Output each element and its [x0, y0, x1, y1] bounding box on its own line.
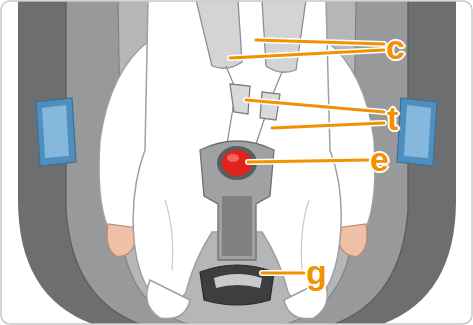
callout-letter: e [370, 142, 389, 176]
seat-cushion [66, 1, 408, 324]
leader-line [248, 160, 368, 162]
seat-shell [18, 1, 456, 324]
baby-body [133, 1, 341, 303]
harness-strap [254, 72, 282, 150]
callout-letter: t [387, 101, 398, 135]
side-pad [36, 98, 76, 166]
side-pad-highlight [404, 105, 431, 158]
leader-line [256, 40, 384, 44]
buckle-strap [222, 196, 252, 256]
leader-lines [230, 40, 384, 273]
shoulder-pad [262, 1, 306, 72]
side-pad [397, 98, 437, 166]
callout-letter: c [386, 30, 405, 64]
leader-line [230, 50, 384, 58]
leader-line [272, 123, 384, 128]
buckle-tongue [260, 92, 280, 120]
leader-line [262, 272, 304, 275]
callout-letter: g [306, 255, 327, 289]
button-highlight [227, 154, 239, 162]
leader-line [246, 100, 384, 112]
fold-line [165, 200, 173, 270]
baby-foot [147, 280, 190, 319]
side-pad-highlight [42, 105, 69, 158]
adjuster-slot [214, 274, 262, 288]
